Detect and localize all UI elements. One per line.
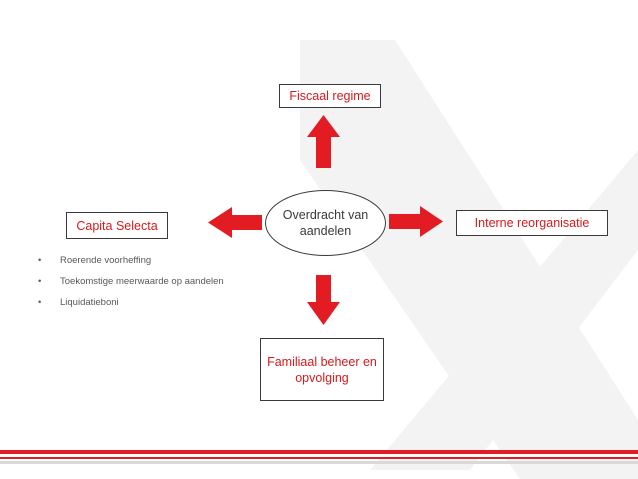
bullet-marker: • [38, 276, 42, 287]
bullet-marker: • [38, 255, 42, 266]
interne-reorganisatie-box: Interne reorganisatie [456, 210, 608, 236]
fiscaal-regime-box: Fiscaal regime [279, 84, 381, 108]
fiscaal-regime-label: Fiscaal regime [289, 89, 371, 103]
capita-selecta-label: Capita Selecta [76, 218, 158, 233]
arrow-right-icon [389, 206, 443, 237]
familiaal-beheer-box: Familiaal beheer en opvolging [260, 338, 384, 401]
arrow-left-icon [208, 207, 262, 238]
footer-gray-line [0, 461, 638, 464]
footer-red-thin-line [0, 457, 638, 459]
arrow-down-icon [307, 275, 340, 325]
bullet-text: Liquidatieboni [60, 297, 119, 308]
bullet-item: • Toekomstige meerwaarde op aandelen [38, 276, 228, 288]
bullet-marker: • [38, 297, 42, 308]
capita-selecta-box: Capita Selecta [66, 212, 168, 239]
bullet-item: • Roerende voorheffing [38, 255, 228, 267]
bullet-item: • Liquidatieboni [38, 297, 228, 309]
center-ellipse: Overdracht van aandelen [265, 190, 386, 256]
bullet-text: Toekomstige meerwaarde op aandelen [60, 276, 224, 287]
arrow-up-icon [307, 115, 340, 168]
watermark-stroke-left [300, 40, 638, 479]
interne-reorganisatie-label: Interne reorganisatie [474, 216, 590, 230]
capita-selecta-bullet-list: • Roerende voorheffing • Toekomstige mee… [38, 255, 228, 318]
center-label: Overdracht van aandelen [282, 208, 369, 238]
footer-rule [0, 450, 638, 464]
familiaal-beheer-label: Familiaal beheer en opvolging [267, 354, 377, 385]
footer-red-line [0, 450, 638, 454]
bullet-text: Roerende voorheffing [60, 255, 152, 266]
